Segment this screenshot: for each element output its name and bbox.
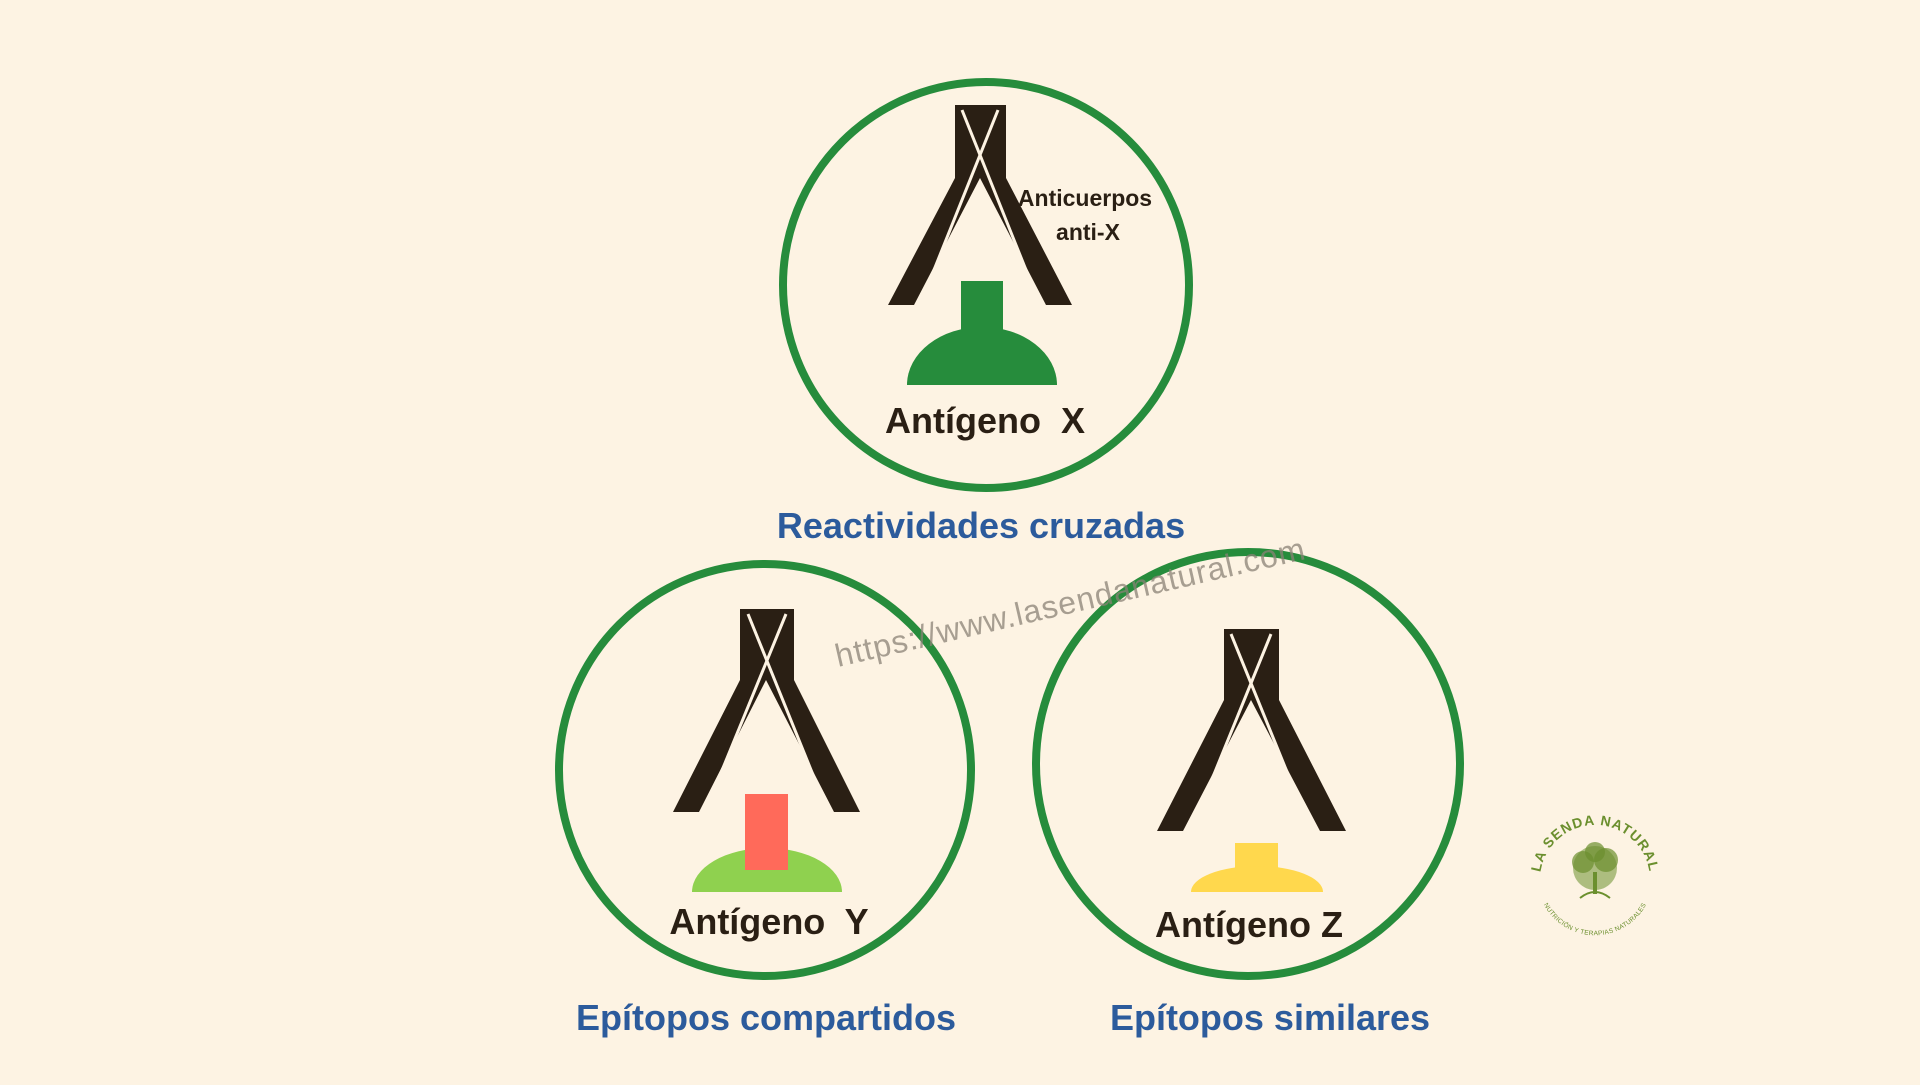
antibody-label-line1: Anticuerpos <box>1018 185 1152 211</box>
antibody-top-icon <box>888 105 1072 306</box>
antigen-y-label: Antígeno Y <box>669 901 868 942</box>
antigen-x-icon <box>907 281 1057 385</box>
caption-similar-epitopes: Epítopos similares <box>1110 997 1430 1038</box>
right-circle <box>1032 548 1464 980</box>
logo-subtitle: NUTRICIÓN Y TERAPIAS NATURALES <box>1542 902 1648 938</box>
antigen-y-icon <box>692 794 842 892</box>
left-diagram: Antígeno Y Epítopos compartidos <box>555 560 975 1038</box>
antibody-left-icon <box>673 609 860 813</box>
antigen-x-label: Antígeno X <box>885 400 1085 441</box>
tree-icon <box>1572 842 1618 899</box>
brand-logo: LA SENDA NATURAL NUTRICIÓN Y TERAPIAS NA… <box>1528 812 1662 938</box>
antigen-z-label: Antígeno Z <box>1155 904 1343 945</box>
caption-shared-epitopes: Epítopos compartidos <box>576 997 956 1038</box>
antibody-right-icon <box>1157 629 1346 832</box>
top-circle <box>779 78 1193 492</box>
right-diagram: Antígeno Z Epítopos similares <box>1032 548 1464 1038</box>
left-circle <box>555 560 975 980</box>
antigen-z-icon <box>1191 843 1323 892</box>
top-diagram: Anticuerpos anti-X Antígeno X Reactivida… <box>777 78 1193 546</box>
caption-cross-reactivity: Reactividades cruzadas <box>777 505 1185 546</box>
antibody-label-line2: anti-X <box>1056 219 1121 245</box>
